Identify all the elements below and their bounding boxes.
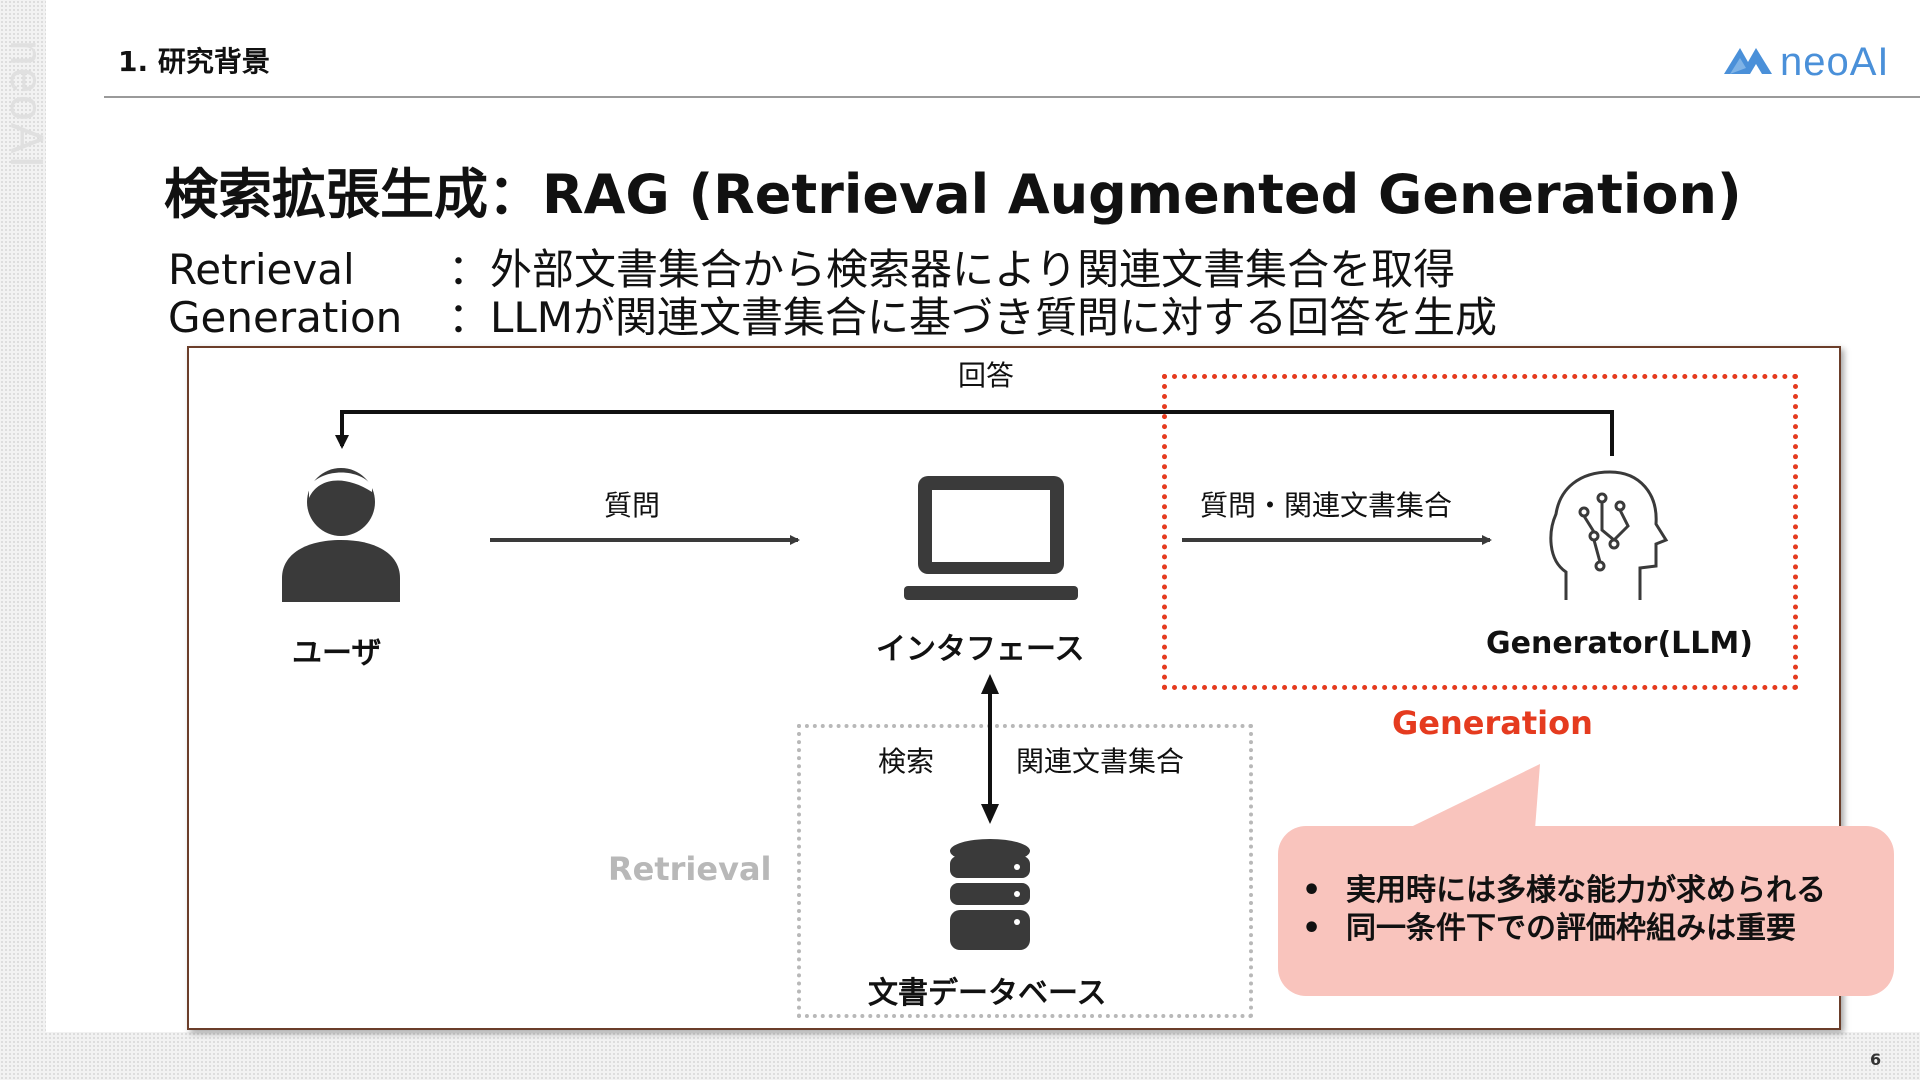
list-item: •同一条件下での評価枠組みは重要 xyxy=(1302,911,1796,946)
callout-box: •実用時には多様な能力が求められる •同一条件下での評価枠組みは重要 xyxy=(1278,826,1894,996)
interface-label: インタフェース xyxy=(876,632,1085,667)
definition-description: ：LLMが関連文書集合に基づき質問に対する回答を生成 xyxy=(448,293,1498,342)
user-label: ユーザ xyxy=(292,636,382,671)
list-item: •実用時には多様な能力が求められる xyxy=(1302,873,1826,908)
retrieval-region-label: Retrieval xyxy=(608,850,772,888)
question-docs-label: 質問・関連文書集合 xyxy=(1200,489,1453,522)
definition-description: ：外部文書集合から検索器により関連文書集合を取得 xyxy=(448,245,1456,294)
definition-term: Retrieval xyxy=(168,245,355,294)
answer-label: 回答 xyxy=(958,359,1015,392)
definition-retrieval: Retrieval ：外部文書集合から検索器により関連文書集合を取得 xyxy=(168,236,1455,297)
ai-brain-icon xyxy=(1549,470,1669,600)
database-label: 文書データベース xyxy=(868,976,1107,1011)
search-double-arrow xyxy=(981,674,999,824)
brand-mark-icon xyxy=(1724,48,1772,74)
header-divider xyxy=(104,96,1920,98)
user-icon xyxy=(282,468,400,602)
retrieval-region xyxy=(797,724,1253,1018)
callout-list: •実用時には多様な能力が求められる •同一条件下での評価枠組みは重要 xyxy=(1302,872,1826,948)
laptop-icon xyxy=(904,476,1078,600)
side-watermark: neoAI xyxy=(1,40,53,171)
generator-label: Generator(LLM) xyxy=(1486,626,1753,661)
callout-item-text: 同一条件下での評価枠組みは重要 xyxy=(1346,911,1796,946)
brand-logo: neoAI xyxy=(1720,40,1889,84)
section-title: 1. 研究背景 xyxy=(118,45,270,78)
slide-title: 検索拡張生成：RAG (Retrieval Augmented Generati… xyxy=(164,163,1742,226)
related-docs-label: 関連文書集合 xyxy=(1016,745,1185,778)
definition-term: Generation xyxy=(168,293,403,342)
page-number: 6 xyxy=(1870,1050,1882,1069)
search-label: 検索 xyxy=(878,745,935,778)
callout-item-text: 実用時には多様な能力が求められる xyxy=(1346,873,1826,908)
brand-logo-text: neoAI xyxy=(1780,40,1890,84)
question-label: 質問 xyxy=(604,489,661,522)
database-icon xyxy=(950,839,1030,950)
left-decor-strip: neoAI xyxy=(0,0,53,1080)
generation-region-label: Generation xyxy=(1392,704,1593,742)
bottom-decor-strip xyxy=(0,1032,1920,1080)
answer-arrow xyxy=(335,410,1614,456)
generation-region xyxy=(1162,374,1798,690)
definition-generation: Generation ：LLMが関連文書集合に基づき質問に対する回答を生成 xyxy=(168,284,1497,345)
